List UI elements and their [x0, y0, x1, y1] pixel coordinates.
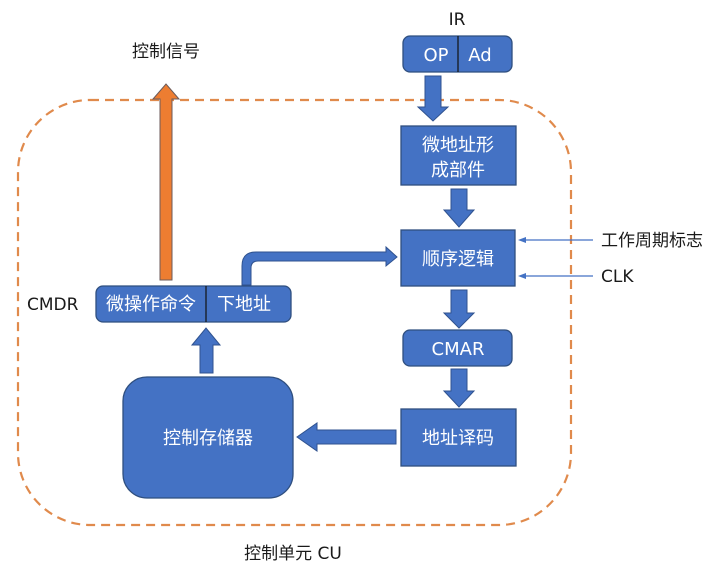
cycle-flag-arrowhead — [518, 237, 526, 243]
cmdr-field-next-address: 下地址 — [217, 294, 271, 315]
cmdr-register: 微操作命令 下地址 — [95, 285, 292, 323]
clk-arrowhead — [518, 273, 526, 279]
control-store-box — [122, 376, 294, 499]
cmdr-label: CMDR — [27, 295, 79, 315]
arrow-decoder-to-store — [296, 422, 397, 452]
arrow-store-to-cmdr — [190, 327, 222, 374]
ir-field-op: OP — [423, 45, 448, 66]
control-signal-arrow — [151, 83, 181, 281]
address-decoder: 地址译码 — [400, 408, 517, 467]
former-label-line2: 成部件 — [431, 160, 485, 181]
decoder-box — [400, 408, 517, 467]
cmdr-field-micro-ops: 微操作命令 — [106, 294, 196, 315]
former-label-line1: 微地址形 — [422, 135, 494, 156]
cmar-register: CMAR — [402, 329, 513, 367]
sequence-logic: 顺序逻辑 — [400, 229, 516, 287]
cu-title: 控制单元 CU — [244, 544, 342, 564]
ir-field-ad: Ad — [468, 45, 491, 66]
arrow-sequencer-to-cmar — [442, 289, 476, 329]
decoder-label: 地址译码 — [422, 428, 494, 449]
arrow-ir-to-former — [416, 75, 450, 122]
ir-register: OP Ad — [402, 35, 513, 73]
sequencer-label: 顺序逻辑 — [422, 249, 494, 270]
clk-label: CLK — [601, 267, 634, 287]
cu-boundary — [16, 98, 573, 527]
control-store-label: 控制存储器 — [163, 428, 253, 449]
cycle-flag-label: 工作周期标志 — [601, 231, 703, 251]
ir-label: IR — [449, 10, 466, 30]
sequencer-box — [400, 229, 516, 287]
former-box — [400, 125, 517, 186]
arrow-cmar-to-decoder — [442, 368, 476, 408]
arrow-next-address-to-sequencer — [241, 245, 398, 286]
control-store: 控制存储器 — [122, 376, 294, 499]
cmar-box — [402, 329, 513, 367]
control-signal-label: 控制信号 — [132, 42, 200, 62]
micro-address-former: 微地址形 成部件 — [400, 125, 517, 186]
arrow-former-to-sequencer — [442, 188, 476, 228]
cmar-label: CMAR — [432, 339, 485, 360]
cmdr-box — [95, 285, 292, 323]
